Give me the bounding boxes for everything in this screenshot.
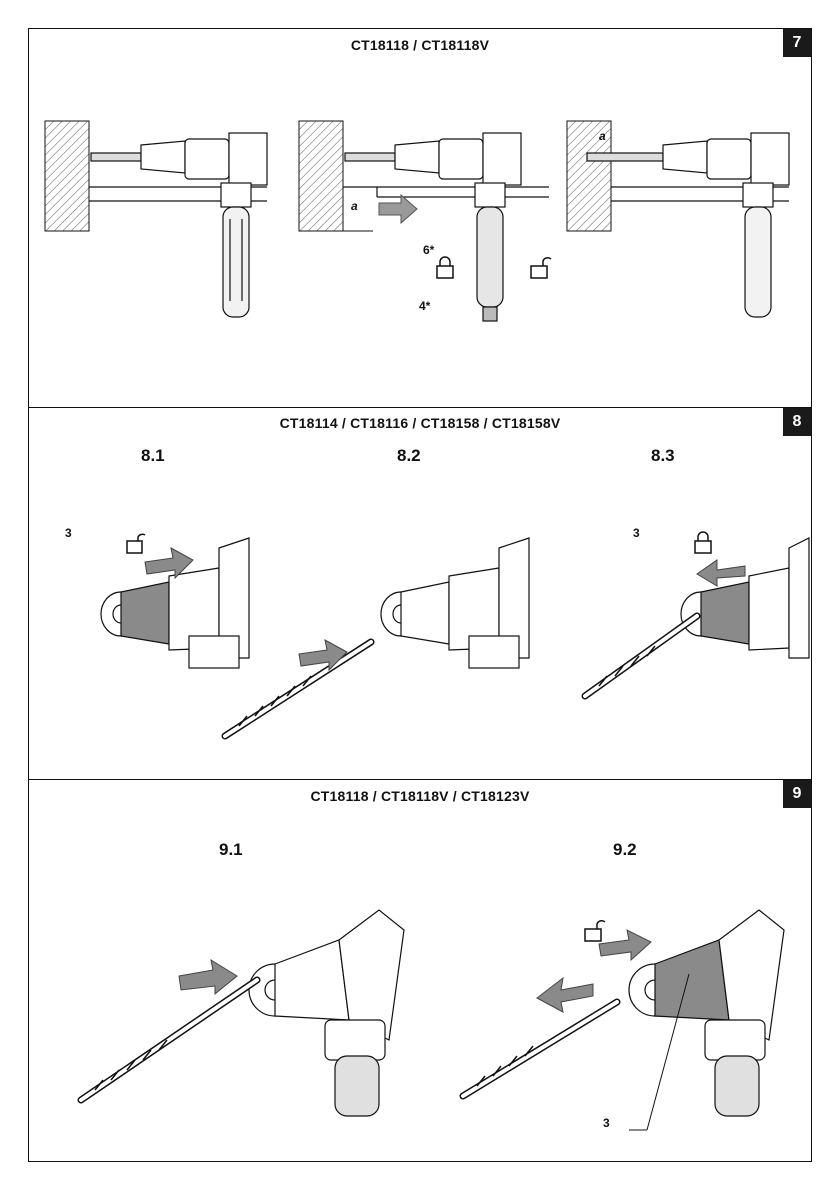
panel-9-title: CT18118 / CT18118V / CT18123V bbox=[29, 788, 811, 804]
arrow-icon bbox=[299, 640, 347, 670]
step-8-1: 8.1 bbox=[141, 446, 165, 466]
panel-8-title: CT18114 / CT18116 / CT18158 / CT18158V bbox=[29, 415, 811, 431]
panel-7-number-badge: 7 bbox=[783, 29, 811, 57]
step-8-2: 8.2 bbox=[397, 446, 421, 466]
arrow-icon bbox=[145, 548, 193, 578]
part-3-label-right: 3 bbox=[633, 526, 640, 540]
unlock-icon bbox=[125, 532, 145, 554]
part-3-leader-line bbox=[629, 970, 699, 1140]
drill-figure-9-1 bbox=[239, 870, 409, 1120]
depth-label-a-2: a bbox=[599, 129, 606, 143]
drill-bit-8-3 bbox=[577, 608, 707, 708]
panel-8: CT18114 / CT18116 / CT18158 / CT18158V 8… bbox=[29, 407, 811, 779]
part-3-label-left: 3 bbox=[65, 526, 72, 540]
panel-9: CT18118 / CT18118V / CT18123V 9 9.1 9.2 bbox=[29, 779, 811, 1161]
handle-label: 4* bbox=[419, 299, 430, 313]
depth-stop-label: 6* bbox=[423, 243, 434, 257]
panel-7-title: CT18118 / CT18118V bbox=[29, 37, 811, 53]
arrow-icon bbox=[179, 960, 239, 996]
step-9-2: 9.2 bbox=[613, 840, 637, 860]
drill-depth-figure-3 bbox=[567, 121, 797, 321]
lock-icon bbox=[693, 532, 713, 554]
lock-icon bbox=[435, 257, 455, 279]
chuck-figure-8-2 bbox=[369, 518, 529, 668]
arrow-icon bbox=[697, 556, 745, 586]
panel-9-number-badge: 9 bbox=[783, 780, 811, 808]
step-8-3: 8.3 bbox=[651, 446, 675, 466]
page-frame: CT18118 / CT18118V 7 bbox=[28, 28, 812, 1162]
panel-8-number-badge: 8 bbox=[783, 408, 811, 436]
drill-depth-figure-1 bbox=[45, 121, 275, 321]
step-9-1: 9.1 bbox=[219, 840, 243, 860]
unlock-icon bbox=[529, 255, 551, 279]
arrow-icon bbox=[537, 976, 593, 1012]
part-3-label: 3 bbox=[603, 1116, 610, 1130]
arrow-icon bbox=[379, 195, 419, 223]
drill-bit-8-2 bbox=[215, 636, 375, 746]
panel-7: CT18118 / CT18118V 7 bbox=[29, 29, 811, 407]
depth-label-a: a bbox=[351, 199, 358, 213]
arrow-icon bbox=[599, 930, 651, 960]
